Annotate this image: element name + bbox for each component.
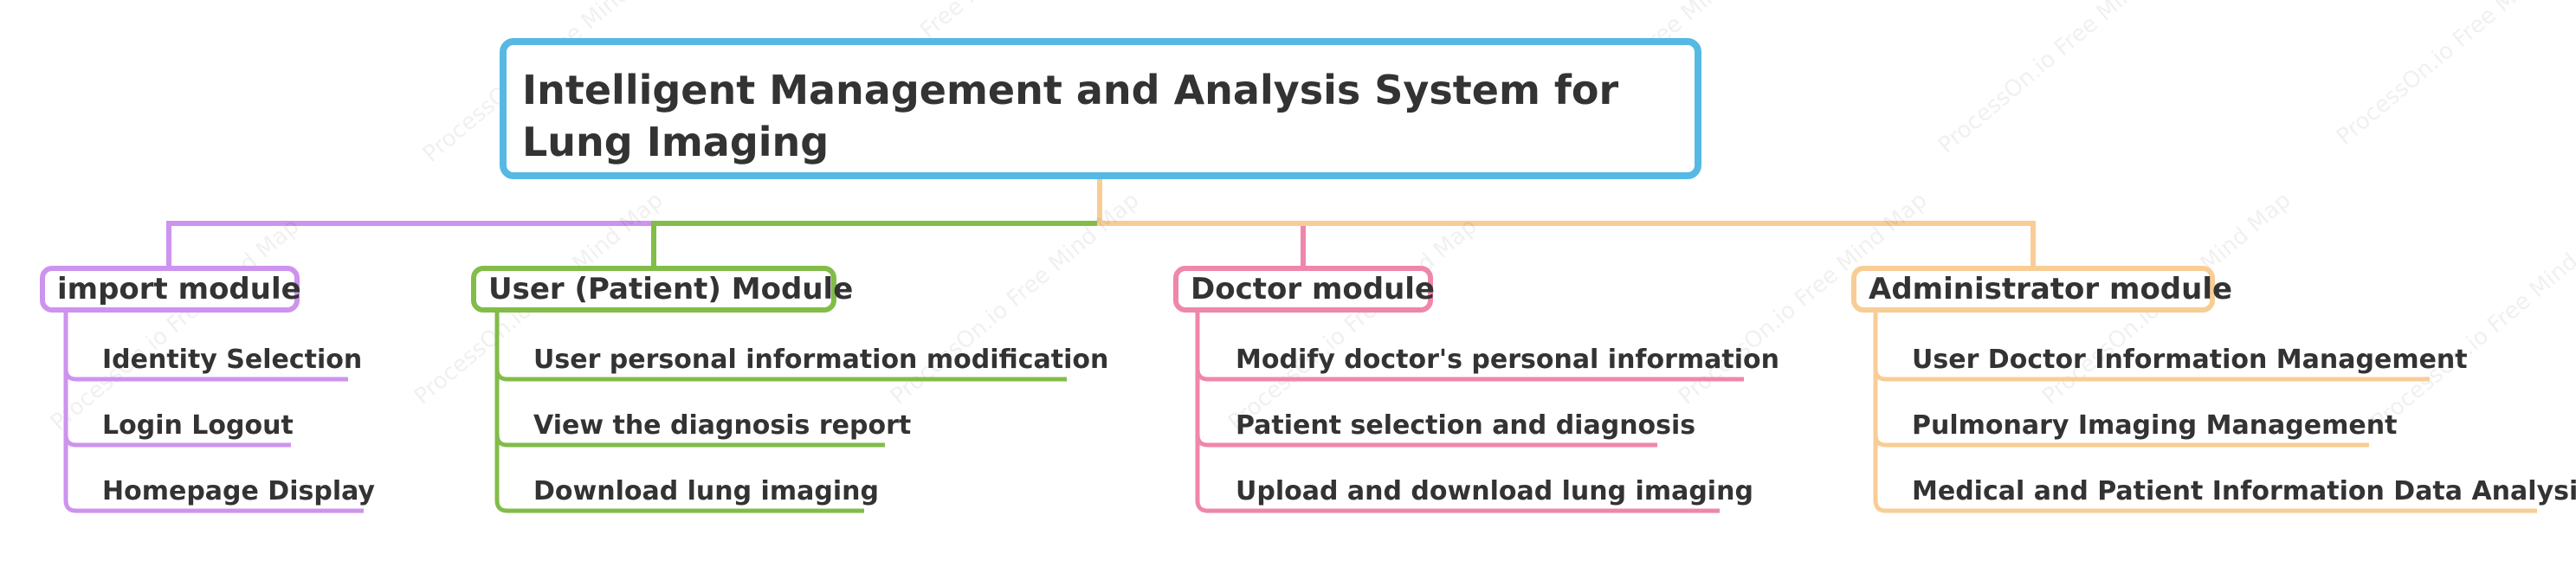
item-download-lung-imaging[interactable]: Download lung imaging — [533, 476, 879, 506]
item-line — [1873, 435, 2537, 513]
item-line — [1195, 435, 1720, 513]
item-pulmonary-imaging-management[interactable]: Pulmonary Imaging Management — [1912, 410, 2398, 441]
item-user-info-modification[interactable]: User personal information modification — [533, 345, 1109, 375]
item-line — [63, 435, 364, 513]
item-line — [494, 435, 864, 513]
item-user-doctor-info-management[interactable]: User Doctor Information Management — [1912, 345, 2468, 375]
item-data-analysis[interactable]: Medical and Patient Information Data Ana… — [1912, 476, 2576, 506]
item-identity-selection[interactable]: Identity Selection — [102, 345, 363, 375]
root-node[interactable]: Intelligent Management and Analysis Syst… — [500, 38, 1701, 179]
module-administrator[interactable]: Administrator module — [1851, 266, 2232, 313]
item-patient-selection-diagnosis[interactable]: Patient selection and diagnosis — [1236, 410, 1696, 441]
module-label: import module — [57, 272, 301, 306]
module-doctor[interactable]: Doctor module — [1173, 266, 1435, 313]
connector-root-user — [651, 221, 1100, 266]
module-label: Doctor module — [1191, 272, 1435, 306]
module-label: User (Patient) Module — [488, 272, 854, 306]
item-view-diagnosis-report[interactable]: View the diagnosis report — [533, 410, 912, 441]
module-user-patient[interactable]: User (Patient) Module — [471, 266, 853, 313]
item-modify-doctor-info[interactable]: Modify doctor's personal information — [1236, 345, 1779, 375]
module-import[interactable]: import module — [40, 266, 301, 313]
item-upload-download-lung-imaging[interactable]: Upload and download lung imaging — [1236, 476, 1753, 506]
item-login-logout[interactable]: Login Logout — [102, 410, 294, 441]
root-title: Intelligent Management and Analysis Syst… — [522, 67, 1619, 165]
item-homepage-display[interactable]: Homepage Display — [102, 476, 375, 506]
module-label: Administrator module — [1869, 272, 2233, 306]
